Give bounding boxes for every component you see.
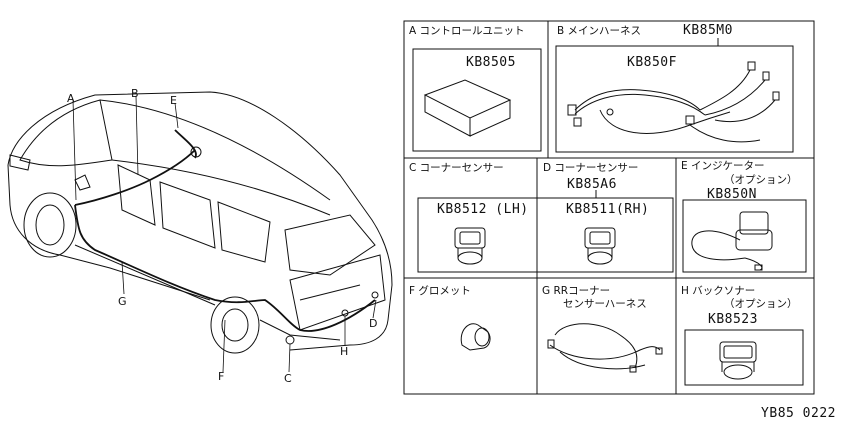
parts-grid	[403, 20, 815, 395]
callout-d: D	[369, 317, 378, 330]
panel-b-part-number-inner: KB850F	[627, 55, 677, 70]
callout-a: A	[67, 92, 75, 105]
panel-g-title-line1: G RRコーナー	[542, 285, 611, 297]
corner-sensor-rh-drawing	[584, 227, 616, 265]
panel-c-part-number: KB8512 (LH)	[437, 202, 529, 217]
rr-corner-harness-drawing	[547, 323, 663, 373]
corner-sensor-lh-drawing	[454, 227, 486, 265]
panel-h-part-number: KB8523	[708, 312, 758, 327]
panel-a-title: A コントロールユニット	[409, 25, 525, 37]
callout-g: G	[118, 295, 127, 308]
callout-leaders	[72, 95, 377, 373]
callout-b: B	[131, 87, 139, 100]
grommet-drawing	[460, 323, 491, 351]
panel-d-part-number-outer: KB85A6	[567, 177, 617, 192]
panel-b-title: B メインハーネス	[557, 25, 642, 37]
indicator-drawing	[691, 211, 773, 271]
callout-e: E	[170, 94, 177, 107]
panel-f-title: F グロメット	[409, 285, 471, 297]
callout-c: C	[284, 372, 292, 385]
panel-h-title-line1: H バックソナー	[681, 285, 756, 297]
panel-c-title: C コーナーセンサー	[409, 162, 504, 174]
vehicle-illustration	[7, 91, 393, 354]
figure-code: YB85 0222	[761, 406, 836, 421]
panel-d-title: D コーナーセンサー	[543, 162, 639, 174]
panel-e-part-number: KB850N	[707, 187, 757, 202]
back-sonar-drawing	[719, 341, 757, 380]
panel-d-part-number: KB8511(RH)	[566, 202, 650, 217]
control-unit-drawing	[423, 79, 512, 137]
panel-e-title-line1: E インジケーター	[681, 160, 765, 172]
callout-f: F	[218, 370, 225, 383]
main-harness-drawing	[567, 61, 780, 143]
panel-g-title-line2: センサーハーネス	[563, 298, 647, 310]
panel-h-title-line2: （オプション）	[724, 298, 798, 310]
panel-e-title-line2: （オプション）	[724, 174, 798, 186]
panel-a-part-number: KB8505	[466, 55, 516, 70]
panel-b-part-number-outer: KB85M0	[683, 23, 733, 38]
callout-h: H	[340, 345, 349, 358]
